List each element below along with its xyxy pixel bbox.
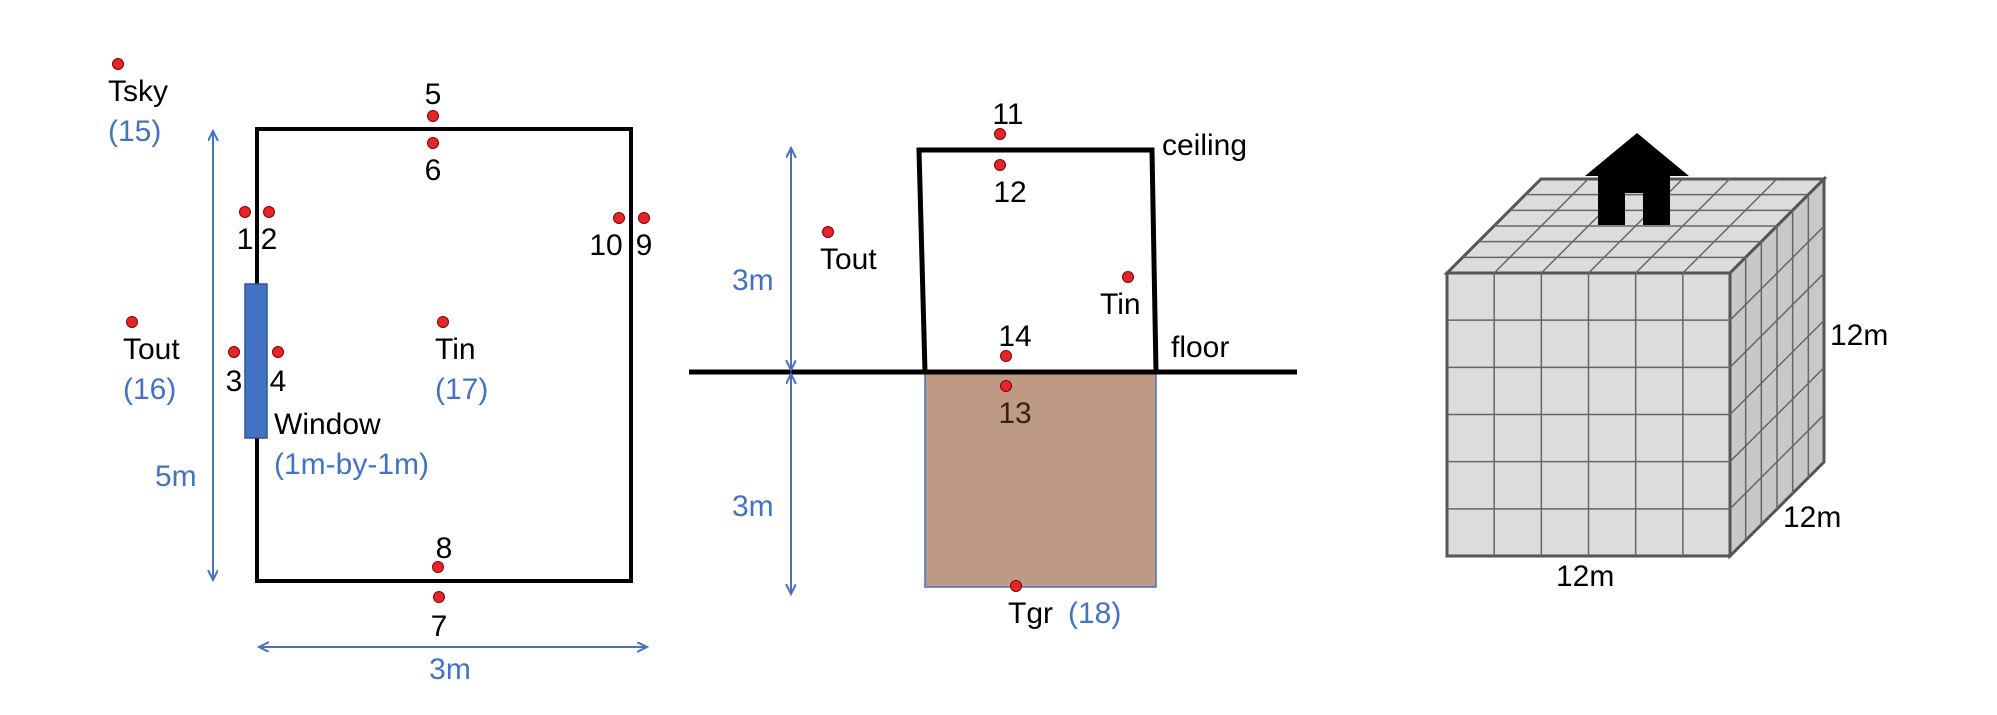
floor-label: floor [1171,331,1229,364]
section-tin-label: Tin [1100,288,1141,321]
tin-node [437,316,449,328]
depth-below-label: 3m [732,490,774,523]
section-tin-node [1122,271,1134,283]
node-14-label: 14 [998,320,1031,353]
node-6-label: 6 [425,154,442,187]
tsky-index: (15) [108,115,161,148]
node-5 [427,110,439,122]
node-12-label: 12 [993,176,1026,209]
node-11 [994,128,1006,140]
tgr-node [1010,580,1022,592]
tgr-index: (18) [1068,597,1121,630]
height-above-label: 3m [732,264,774,297]
cube-grid-line [1729,414,1825,510]
cube-grid-lines [1447,178,1825,556]
section-view: 3m 3m Tout Tin 11 12 ceiling floor 14 13… [689,98,1297,630]
window-size-label: (1m-by-1m) [274,448,429,481]
room-section-outline [916,147,1159,373]
tout-index: (16) [123,373,176,406]
section-tout-node [822,226,834,238]
plan-view: 5m 3m Tsky (15) Tout (16) Tin (17) 1 2 3… [108,58,653,686]
node-10-label: 10 [589,229,622,262]
width-dimension-label: 3m [429,653,471,686]
node-12 [994,159,1006,171]
tin-label: Tin [435,333,476,366]
node-8-label: 8 [436,532,453,565]
node-3-label: 3 [226,365,243,398]
node-8 [432,561,444,573]
node-7-label: 7 [431,610,448,643]
node-4-label: 4 [270,365,287,398]
section-tout-label: Tout [820,243,877,276]
cube-height-label: 12m [1830,319,1888,352]
node-9-label: 9 [636,229,653,262]
node-5-label: 5 [425,78,442,111]
node-1 [239,206,251,218]
node-13 [1000,380,1012,392]
cube-width-label: 12m [1556,560,1614,593]
node-7 [433,591,445,603]
ground-soil [924,371,1157,588]
node-9 [638,212,650,224]
node-6 [427,137,439,149]
node-3 [228,346,240,358]
house-icon [1585,133,1689,225]
tsky-node [112,58,124,70]
node-2 [263,206,275,218]
height-dimension-label: 5m [155,460,197,493]
tout-label: Tout [123,333,180,366]
node-1-label: 1 [237,223,254,256]
tgr-label: Tgr [1008,597,1053,630]
tin-index: (17) [435,373,488,406]
node-10 [613,212,625,224]
cube-depth-label: 12m [1783,501,1841,534]
window-rect [244,283,268,439]
tout-node [126,316,138,328]
window-label: Window [274,408,381,441]
node-2-label: 2 [261,223,278,256]
node-4 [272,346,284,358]
cube-view: 12m 12m 12m [1443,133,1888,593]
node-11-label: 11 [992,98,1023,131]
node-14 [1000,350,1012,362]
ceiling-label: ceiling [1162,129,1247,162]
node-13-label: 13 [998,397,1031,430]
tsky-label: Tsky [108,75,168,108]
